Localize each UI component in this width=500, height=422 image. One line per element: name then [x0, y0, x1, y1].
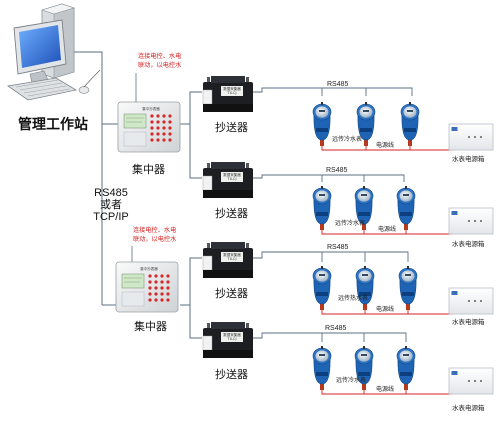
collector-1-device	[202, 75, 254, 113]
concentrator-2-note-line-1: 连接电控、水电	[133, 226, 176, 234]
power-line-label-2: 电源线	[378, 225, 396, 233]
meter-label-4: 远传冷水表	[336, 376, 366, 384]
power-box-label-4: 水表电源箱	[452, 403, 485, 412]
bus-label-3: RS485	[327, 244, 349, 251]
power-box-2	[448, 207, 494, 235]
water-meter-3a	[312, 265, 332, 311]
collector-3-label: 抄送器	[215, 286, 248, 300]
water-meter-1a	[312, 101, 332, 147]
water-meter-4a	[312, 345, 332, 391]
concentrator-2: 连接电控、水电 联动，以电控水 集中器	[115, 226, 179, 333]
concentrator-2-note-line-2: 联动，以电控水	[133, 235, 177, 243]
power-box-label-1: 水表电源箱	[452, 154, 485, 163]
power-line-label-4: 电源线	[376, 385, 394, 393]
computer-icon	[6, 3, 101, 101]
power-box-label-2: 水表电源箱	[452, 239, 485, 248]
concentrator-2-device	[115, 261, 179, 313]
trunk-lines	[74, 51, 202, 339]
water-meter-4c	[396, 345, 416, 391]
bus-label-1: RS485	[327, 81, 349, 88]
concentrator-1-note-line-1: 连接电控、水电	[138, 52, 181, 60]
collector-row-4: 抄送器 RS485 远传冷水表 电源线 水表电源箱	[202, 321, 494, 412]
collector-row-1: 抄送器 RS485 远传冷水表 电源线 水表电源箱	[202, 75, 494, 163]
concentrator-1-device	[117, 101, 181, 153]
water-meter-2a	[312, 185, 332, 231]
collector-2-device	[202, 161, 254, 199]
protocol-line-2: 或者	[100, 198, 122, 211]
meter-label-3: 远传热水表	[338, 294, 368, 302]
power-box-4	[448, 367, 494, 395]
workstation-label: 管理工作站	[18, 116, 88, 133]
collector-1-label: 抄送器	[215, 120, 248, 134]
meter-label-2: 远传冷水表	[335, 219, 365, 227]
collector-4-device	[202, 321, 254, 359]
collector-4-label: 抄送器	[215, 367, 248, 381]
power-box-1	[448, 123, 494, 151]
bus-label-4: RS485	[325, 325, 347, 332]
water-meter-3c	[398, 265, 418, 311]
protocol-label: RS485 或者 TCP/IP	[93, 187, 128, 223]
concentrator-1-label: 集中器	[132, 162, 165, 176]
bus-label-2: RS485	[326, 167, 348, 174]
concentrator-2-label: 集中器	[134, 319, 167, 333]
concentrator-1: 连接电控、水电 联动，以电控水 集中器	[117, 52, 182, 176]
power-box-3	[448, 287, 494, 315]
concentrator-1-note-line-2: 联动，以电控水	[138, 61, 182, 69]
power-box-label-3: 水表电源箱	[452, 317, 485, 326]
protocol-line-3: TCP/IP	[93, 211, 128, 223]
collector-row-3: 抄送器 RS485 远传热水表 电源线 水表电源箱	[202, 241, 494, 326]
water-meter-1c	[400, 101, 420, 147]
water-meter-2c	[396, 185, 416, 231]
collector-row-2: 抄送器 RS485 远传冷水表 电源线 水表电源箱	[202, 161, 494, 248]
collector-2-label: 抄送器	[215, 206, 248, 220]
meter-label-1: 远传冷水表	[332, 135, 362, 143]
management-workstation: 管理工作站	[6, 3, 101, 133]
collector-3-device	[202, 241, 254, 279]
water-meter-3b	[355, 265, 375, 311]
power-line-label-3: 电源线	[376, 305, 394, 313]
power-line-label-1: 电源线	[376, 141, 394, 149]
protocol-line-1: RS485	[94, 187, 128, 199]
